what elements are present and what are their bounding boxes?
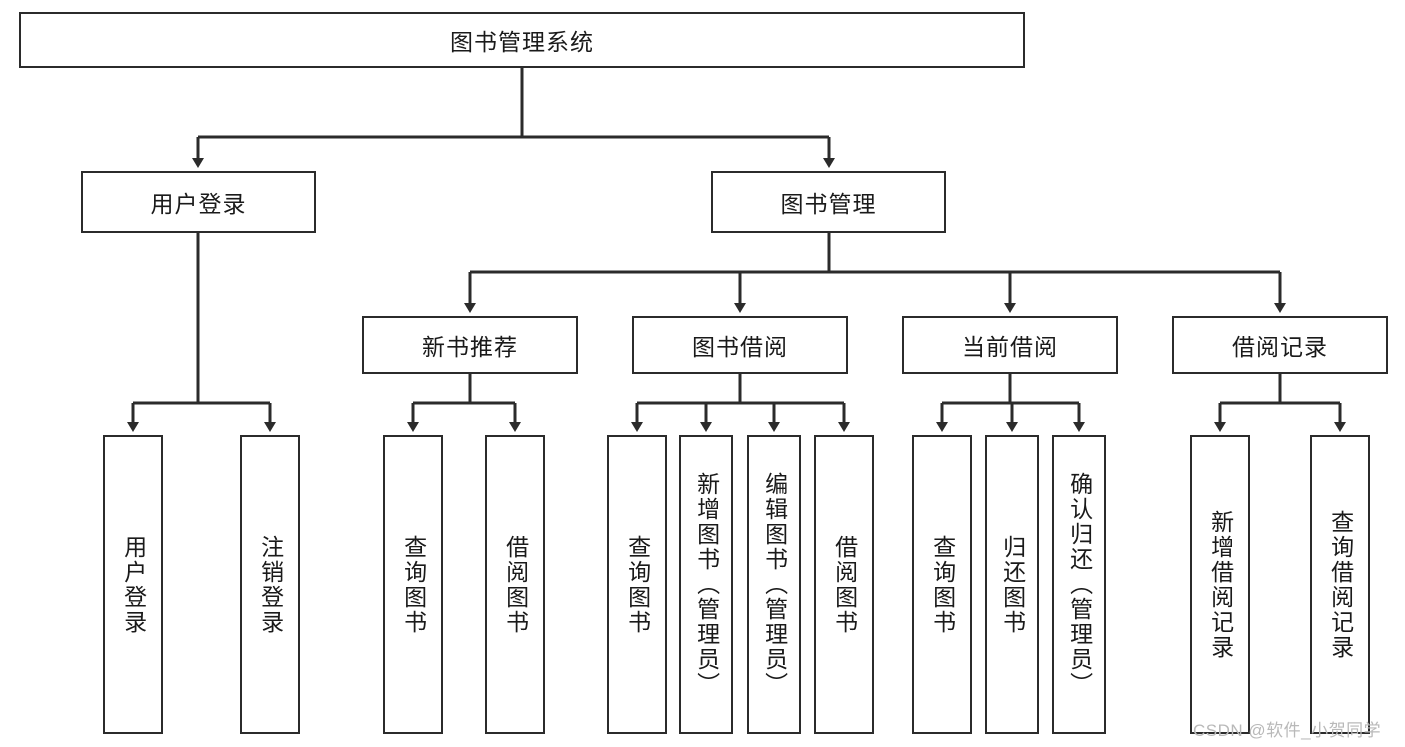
node-leaf-label: 查询借阅记录 [1327, 509, 1354, 660]
node-book-borrow[interactable]: 图书借阅 [632, 316, 848, 374]
node-user-login[interactable]: 用户登录 [81, 171, 316, 233]
node-leaf-return-book[interactable]: 归还图书 [985, 435, 1039, 734]
node-leaf-add-borrow-record[interactable]: 新增借阅记录 [1190, 435, 1250, 734]
node-new-book-recommend-label: 新书推荐 [422, 334, 518, 360]
node-leaf-query-book-recommend[interactable]: 查询图书 [383, 435, 443, 734]
node-leaf-logout[interactable]: 注销登录 [240, 435, 300, 734]
node-current-borrow[interactable]: 当前借阅 [902, 316, 1118, 374]
csdn-watermark: CSDN @软件_小贺同学 [1193, 721, 1382, 740]
node-leaf-label: 查询图书 [929, 534, 956, 635]
node-root-label: 图书管理系统 [450, 29, 594, 55]
node-new-book-recommend[interactable]: 新书推荐 [362, 316, 578, 374]
node-leaf-label: 借阅图书 [502, 534, 529, 635]
node-leaf-label: 编辑图书（管理员） [761, 472, 788, 697]
node-book-borrow-label: 图书借阅 [692, 334, 788, 360]
edge-group-records [1214, 374, 1346, 432]
node-leaf-label: 查询图书 [624, 534, 651, 635]
node-root-system[interactable]: 图书管理系统 [19, 12, 1025, 68]
node-leaf-confirm-return-admin[interactable]: 确认归还（管理员） [1052, 435, 1106, 734]
edge-group-book-manage [464, 233, 1286, 313]
node-leaf-label: 查询图书 [400, 534, 427, 635]
node-leaf-borrow-book-recommend[interactable]: 借阅图书 [485, 435, 545, 734]
node-leaf-user-login[interactable]: 用户登录 [103, 435, 163, 734]
edge-group-current-borrow [936, 374, 1085, 432]
edge-group-borrow [631, 374, 850, 432]
node-leaf-label: 新增借阅记录 [1207, 509, 1234, 660]
node-borrow-records[interactable]: 借阅记录 [1172, 316, 1388, 374]
node-book-management-label: 图书管理 [780, 191, 877, 217]
node-book-management[interactable]: 图书管理 [711, 171, 946, 233]
node-current-borrow-label: 当前借阅 [962, 334, 1058, 360]
node-leaf-label: 归还图书 [999, 534, 1026, 635]
node-leaf-label: 确认归还（管理员） [1066, 472, 1093, 697]
node-leaf-borrow-book[interactable]: 借阅图书 [814, 435, 874, 734]
edge-group-root [192, 68, 835, 168]
node-leaf-label: 注销登录 [257, 534, 284, 635]
node-leaf-query-book-current[interactable]: 查询图书 [912, 435, 972, 734]
node-leaf-add-book-admin[interactable]: 新增图书（管理员） [679, 435, 733, 734]
node-leaf-query-book-borrow[interactable]: 查询图书 [607, 435, 667, 734]
node-borrow-records-label: 借阅记录 [1232, 334, 1328, 360]
node-leaf-query-borrow-record[interactable]: 查询借阅记录 [1310, 435, 1370, 734]
edge-group-user-login [127, 233, 276, 432]
node-leaf-label: 用户登录 [120, 534, 147, 635]
node-leaf-edit-book-admin[interactable]: 编辑图书（管理员） [747, 435, 801, 734]
node-leaf-label: 新增图书（管理员） [693, 472, 720, 697]
node-user-login-label: 用户登录 [150, 191, 247, 217]
node-leaf-label: 借阅图书 [831, 534, 858, 635]
edge-group-new-book [407, 374, 521, 432]
